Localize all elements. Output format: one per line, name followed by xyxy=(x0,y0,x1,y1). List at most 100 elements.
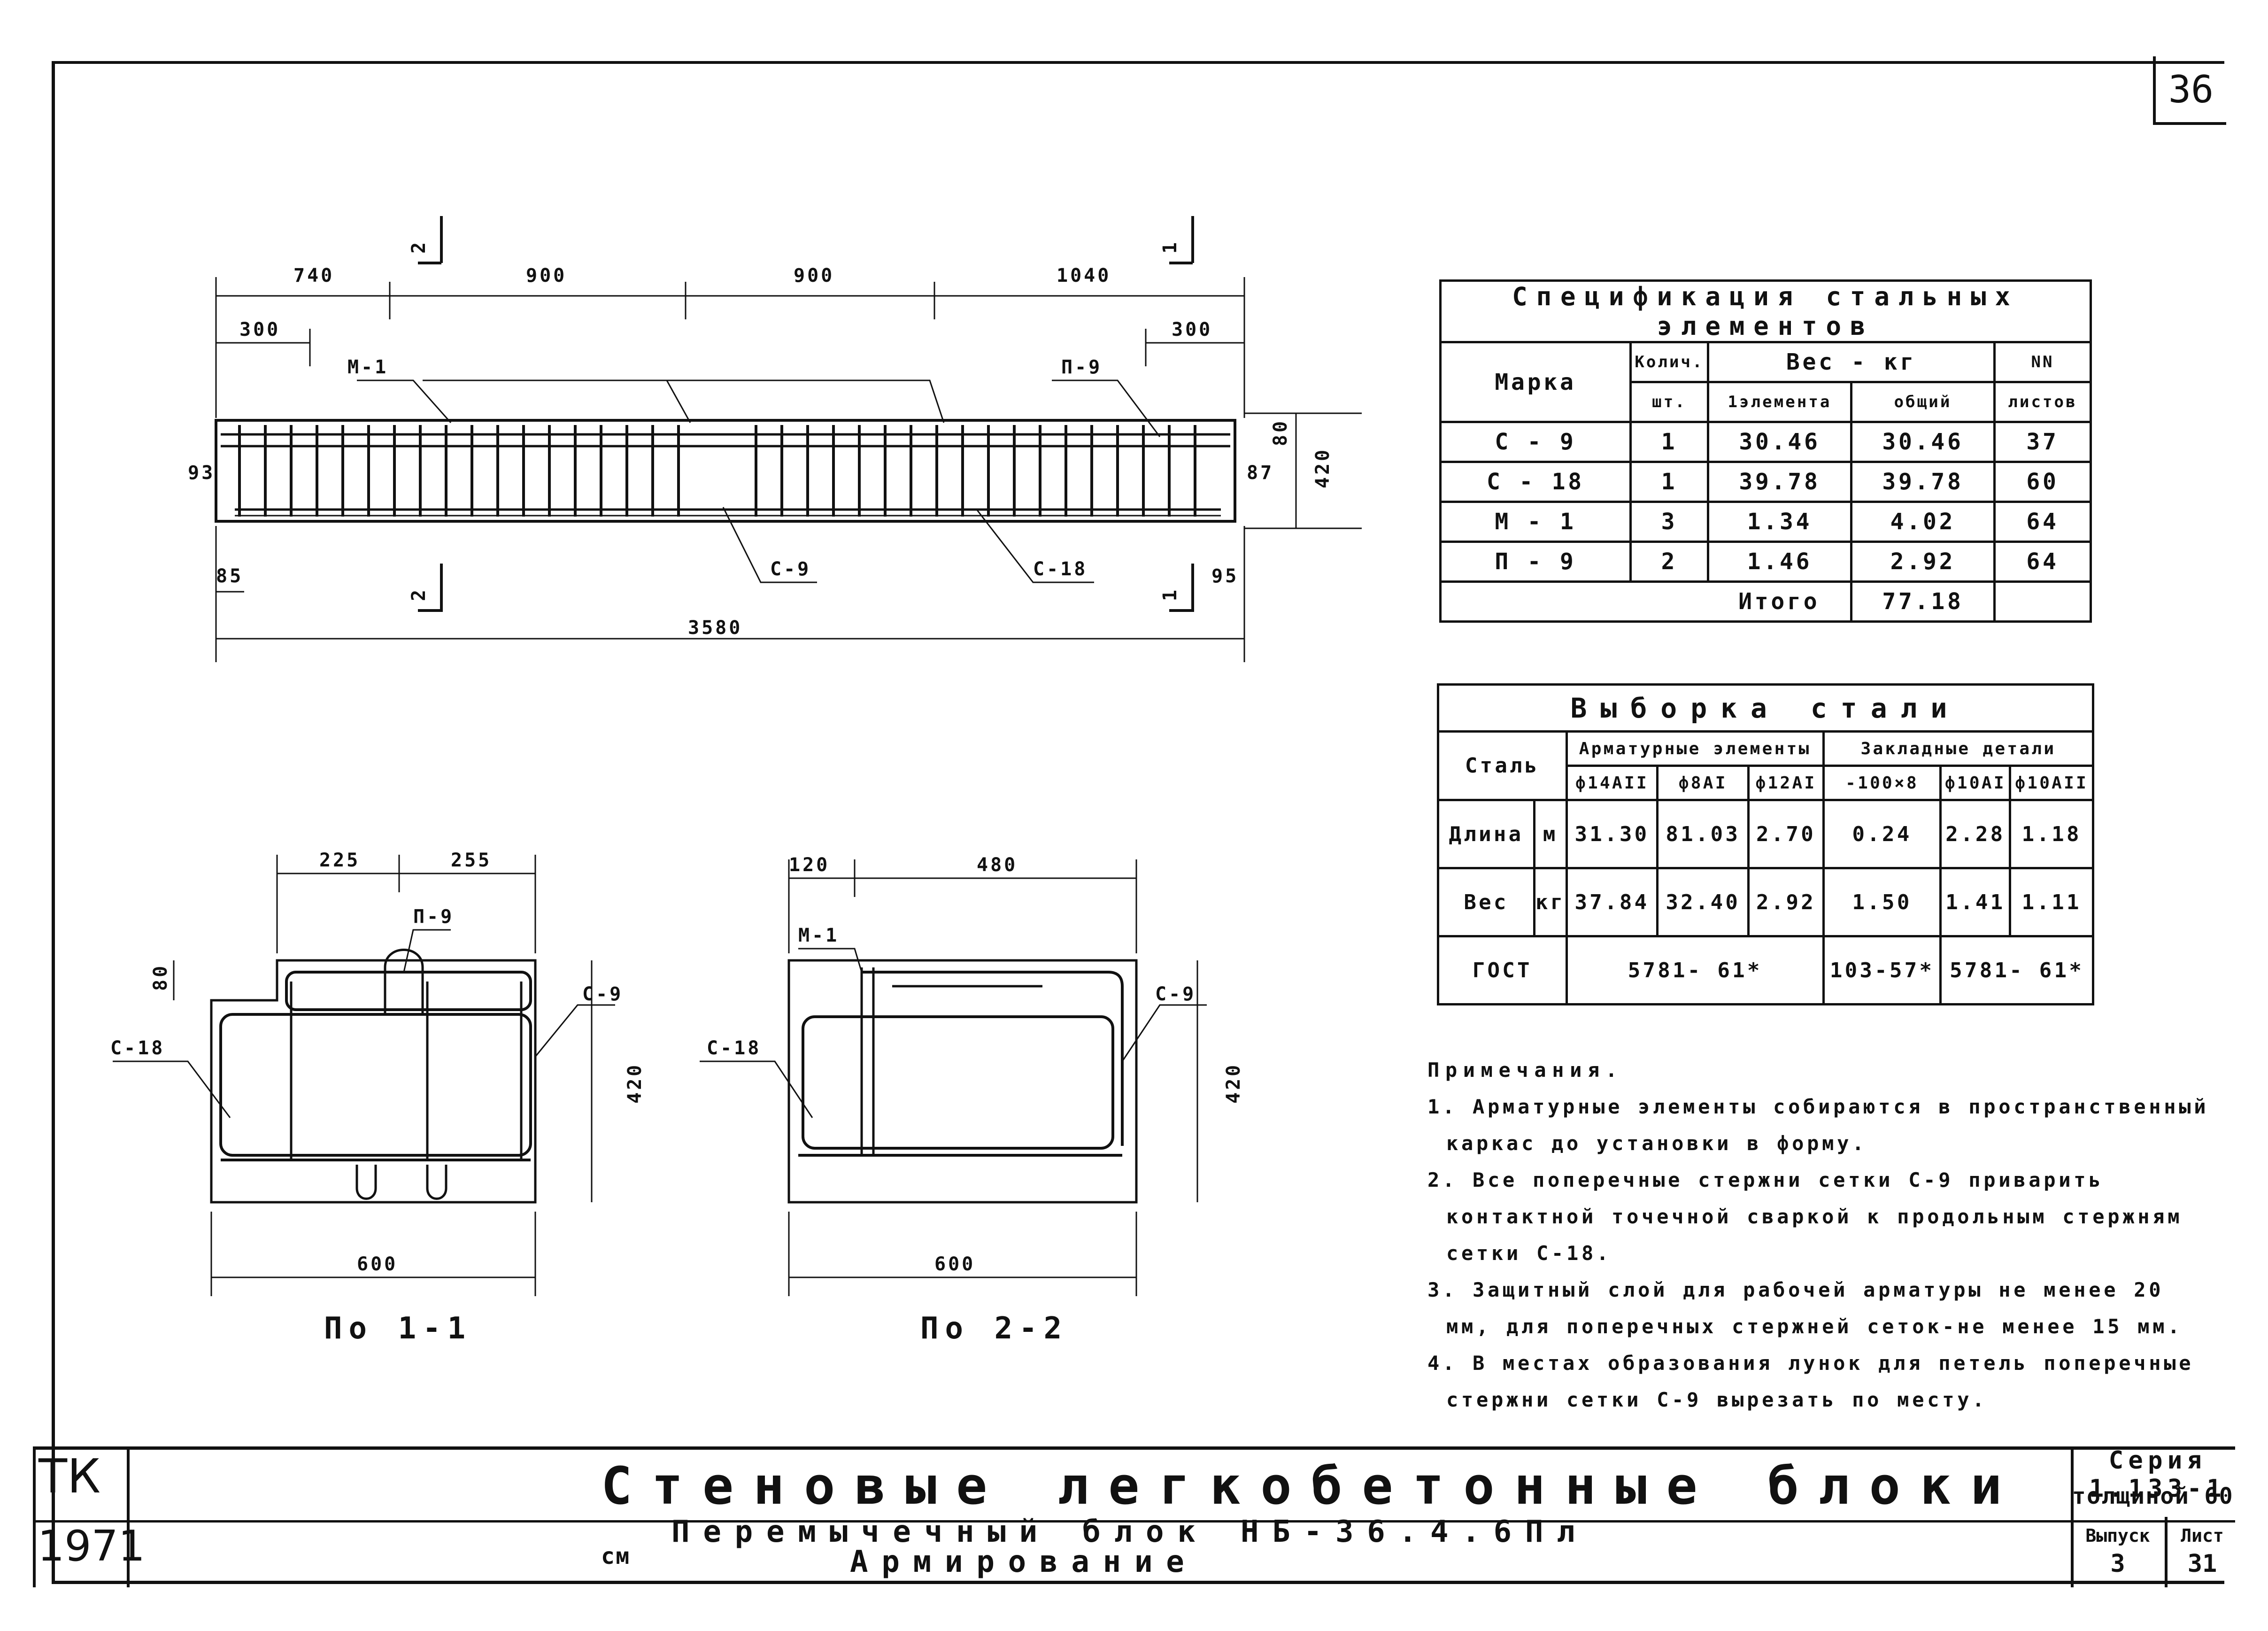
s1-dim-255: 255 xyxy=(451,850,492,871)
notes-block: Примечания. 1. Арматурные элементы собир… xyxy=(1427,1052,2216,1418)
note-item: 3. Защитный слой для рабочей арматуры не… xyxy=(1427,1278,2183,1338)
steel-col: -100×8 xyxy=(1822,765,1942,801)
year: 1971 xyxy=(38,1522,146,1571)
steel-col: ф12АI xyxy=(1747,765,1825,801)
steel-weight-value: 37.84 xyxy=(1565,867,1659,937)
s1-label-c18: С-18 xyxy=(110,1037,165,1059)
label-m1: М-1 xyxy=(347,356,388,378)
steel-col: ф10АII xyxy=(2009,765,2094,801)
steel-length-value: 31.30 xyxy=(1565,799,1659,869)
spec-h-qty: Колич. xyxy=(1629,341,1709,383)
steel-col: ф14АII xyxy=(1565,765,1659,801)
note-item: 2. Все поперечные стержни сетки С-9 прив… xyxy=(1427,1168,2183,1265)
steel-weight-value: 1.50 xyxy=(1822,867,1942,937)
s1-label-c9: С-9 xyxy=(582,983,623,1005)
spec-sheet: 64 xyxy=(1993,541,2092,583)
s1-dim-225: 225 xyxy=(319,850,360,871)
dim-900-a: 900 xyxy=(526,265,567,286)
steel-length-value: 1.18 xyxy=(2009,799,2094,869)
spec-row: М - 1 3 1.34 4.02 64 xyxy=(1439,501,2092,543)
spec-mark: С - 18 xyxy=(1439,461,1632,503)
spec-h-elem: 1элемента xyxy=(1707,381,1852,423)
main-title-suffix: толщиной 60 см xyxy=(601,1483,2234,1569)
spec-total: 4.02 xyxy=(1850,501,1996,543)
spec-h-mark: Марка xyxy=(1439,341,1632,423)
section-mark-2-bottom: 2 xyxy=(408,587,430,601)
dim-93: 93 xyxy=(188,462,215,484)
dim-300-left: 300 xyxy=(239,319,280,340)
steel-weight-value: 2.92 xyxy=(1747,867,1825,937)
s2-dim-420: 420 xyxy=(1223,1063,1244,1104)
spec-total: 30.46 xyxy=(1850,421,1996,463)
s1-dim-420: 420 xyxy=(624,1063,646,1104)
steel-h-group1: Арматурные элементы xyxy=(1565,730,1825,767)
steel-length-value: 2.70 xyxy=(1747,799,1825,869)
label-p9: П-9 xyxy=(1061,356,1102,378)
spec-row: С - 9 1 30.46 30.46 37 xyxy=(1439,421,2092,463)
spec-sheet: 64 xyxy=(1993,501,2092,543)
dim-3580: 3580 xyxy=(688,617,742,639)
sheet-box: Лист 31 xyxy=(2167,1522,2237,1578)
note-item: 4. В местах образования лунок для петель… xyxy=(1427,1352,2194,1411)
subtitle: Перемычечный блок НБ-36.4.6Пл Армировани… xyxy=(671,1517,1589,1577)
reinforcement-drawing: 740 900 900 1040 300 300 93 87 85 95 358… xyxy=(110,216,1362,1346)
s1-label-p9: П-9 xyxy=(413,906,454,928)
steel-length-unit: м xyxy=(1533,799,1568,869)
s2-dim-480: 480 xyxy=(977,854,1018,876)
spec-row: П - 9 2 1.46 2.92 64 xyxy=(1439,541,2092,583)
sheet-label: Лист xyxy=(2181,1525,2224,1546)
section-mark-1-bottom: 1 xyxy=(1159,587,1181,601)
spec-title: Спецификация стальных элементов xyxy=(1439,279,2092,343)
label-c18: С-18 xyxy=(1033,558,1088,580)
s1-dim-80: 80 xyxy=(150,964,171,991)
steel-gost-label: ГОСТ xyxy=(1437,935,1568,1005)
spec-mark: С - 9 xyxy=(1439,421,1632,463)
steel-weight-label: Вес xyxy=(1437,867,1535,937)
section-2-caption: По 2-2 xyxy=(920,1311,1068,1346)
subtitle-line1: Перемычечный блок НБ-36.4.6Пл xyxy=(671,1515,1589,1549)
s2-label-c18: С-18 xyxy=(707,1037,761,1059)
dim-87: 87 xyxy=(1247,462,1274,484)
steel-length-label: Длина xyxy=(1437,799,1535,869)
elevation-outline xyxy=(215,419,1236,523)
dim-300-right: 300 xyxy=(1172,319,1212,340)
steel-weight-value: 1.11 xyxy=(2009,867,2094,937)
series-box: Серия 1.133-1 xyxy=(2083,1446,2233,1503)
spec-h-weight: Вес - кг xyxy=(1707,341,1996,383)
spec-qty: 1 xyxy=(1629,461,1709,503)
spec-table: Спецификация стальных элементов Марка Ко… xyxy=(1439,279,2092,623)
s2-dim-120: 120 xyxy=(789,854,830,876)
steel-weight-value: 1.41 xyxy=(1939,867,2012,937)
series-label: Серия xyxy=(2108,1446,2207,1475)
steel-title: Выборка стали xyxy=(1437,683,2094,733)
spec-qty: 3 xyxy=(1629,501,1709,543)
spec-sheet: 60 xyxy=(1993,461,2092,503)
dim-900-b: 900 xyxy=(794,265,834,286)
spec-total: 2.92 xyxy=(1850,541,1996,583)
s2-label-m1: М-1 xyxy=(798,925,839,946)
steel-col: ф10АI xyxy=(1939,765,2012,801)
section-2-outline xyxy=(787,959,1138,1204)
spec-mark: П - 9 xyxy=(1439,541,1632,583)
steel-gost-1: 5781- 61* xyxy=(1565,935,1825,1005)
section-mark-2-top: 2 xyxy=(408,240,430,254)
dim-420-elev: 420 xyxy=(1312,448,1334,488)
spec-elem: 1.34 xyxy=(1707,501,1852,543)
sheet-number-tag: 36 xyxy=(2153,56,2226,125)
issue-box: Выпуск 3 xyxy=(2073,1522,2162,1578)
dim-80-elev: 80 xyxy=(1270,419,1291,446)
spec-qty: 2 xyxy=(1629,541,1709,583)
spec-h-sheet: NN xyxy=(1993,341,2092,383)
spec-elem: 39.78 xyxy=(1707,461,1852,503)
dim-1040: 1040 xyxy=(1057,265,1111,286)
main-title: Стеновые легкобетонные блоки толщиной 60… xyxy=(601,1456,2235,1576)
sheet-value: 31 xyxy=(2187,1550,2217,1578)
note-item: 1. Арматурные элементы собираются в прос… xyxy=(1427,1095,2209,1155)
steel-weight-value: 32.40 xyxy=(1656,867,1750,937)
subtitle-line2: Армирование xyxy=(850,1545,1198,1579)
s2-label-c9: С-9 xyxy=(1155,983,1196,1005)
spec-sheet: 37 xyxy=(1993,421,2092,463)
steel-length-value: 0.24 xyxy=(1822,799,1942,869)
dim-740: 740 xyxy=(293,265,334,286)
section-1-outline xyxy=(210,959,537,1204)
